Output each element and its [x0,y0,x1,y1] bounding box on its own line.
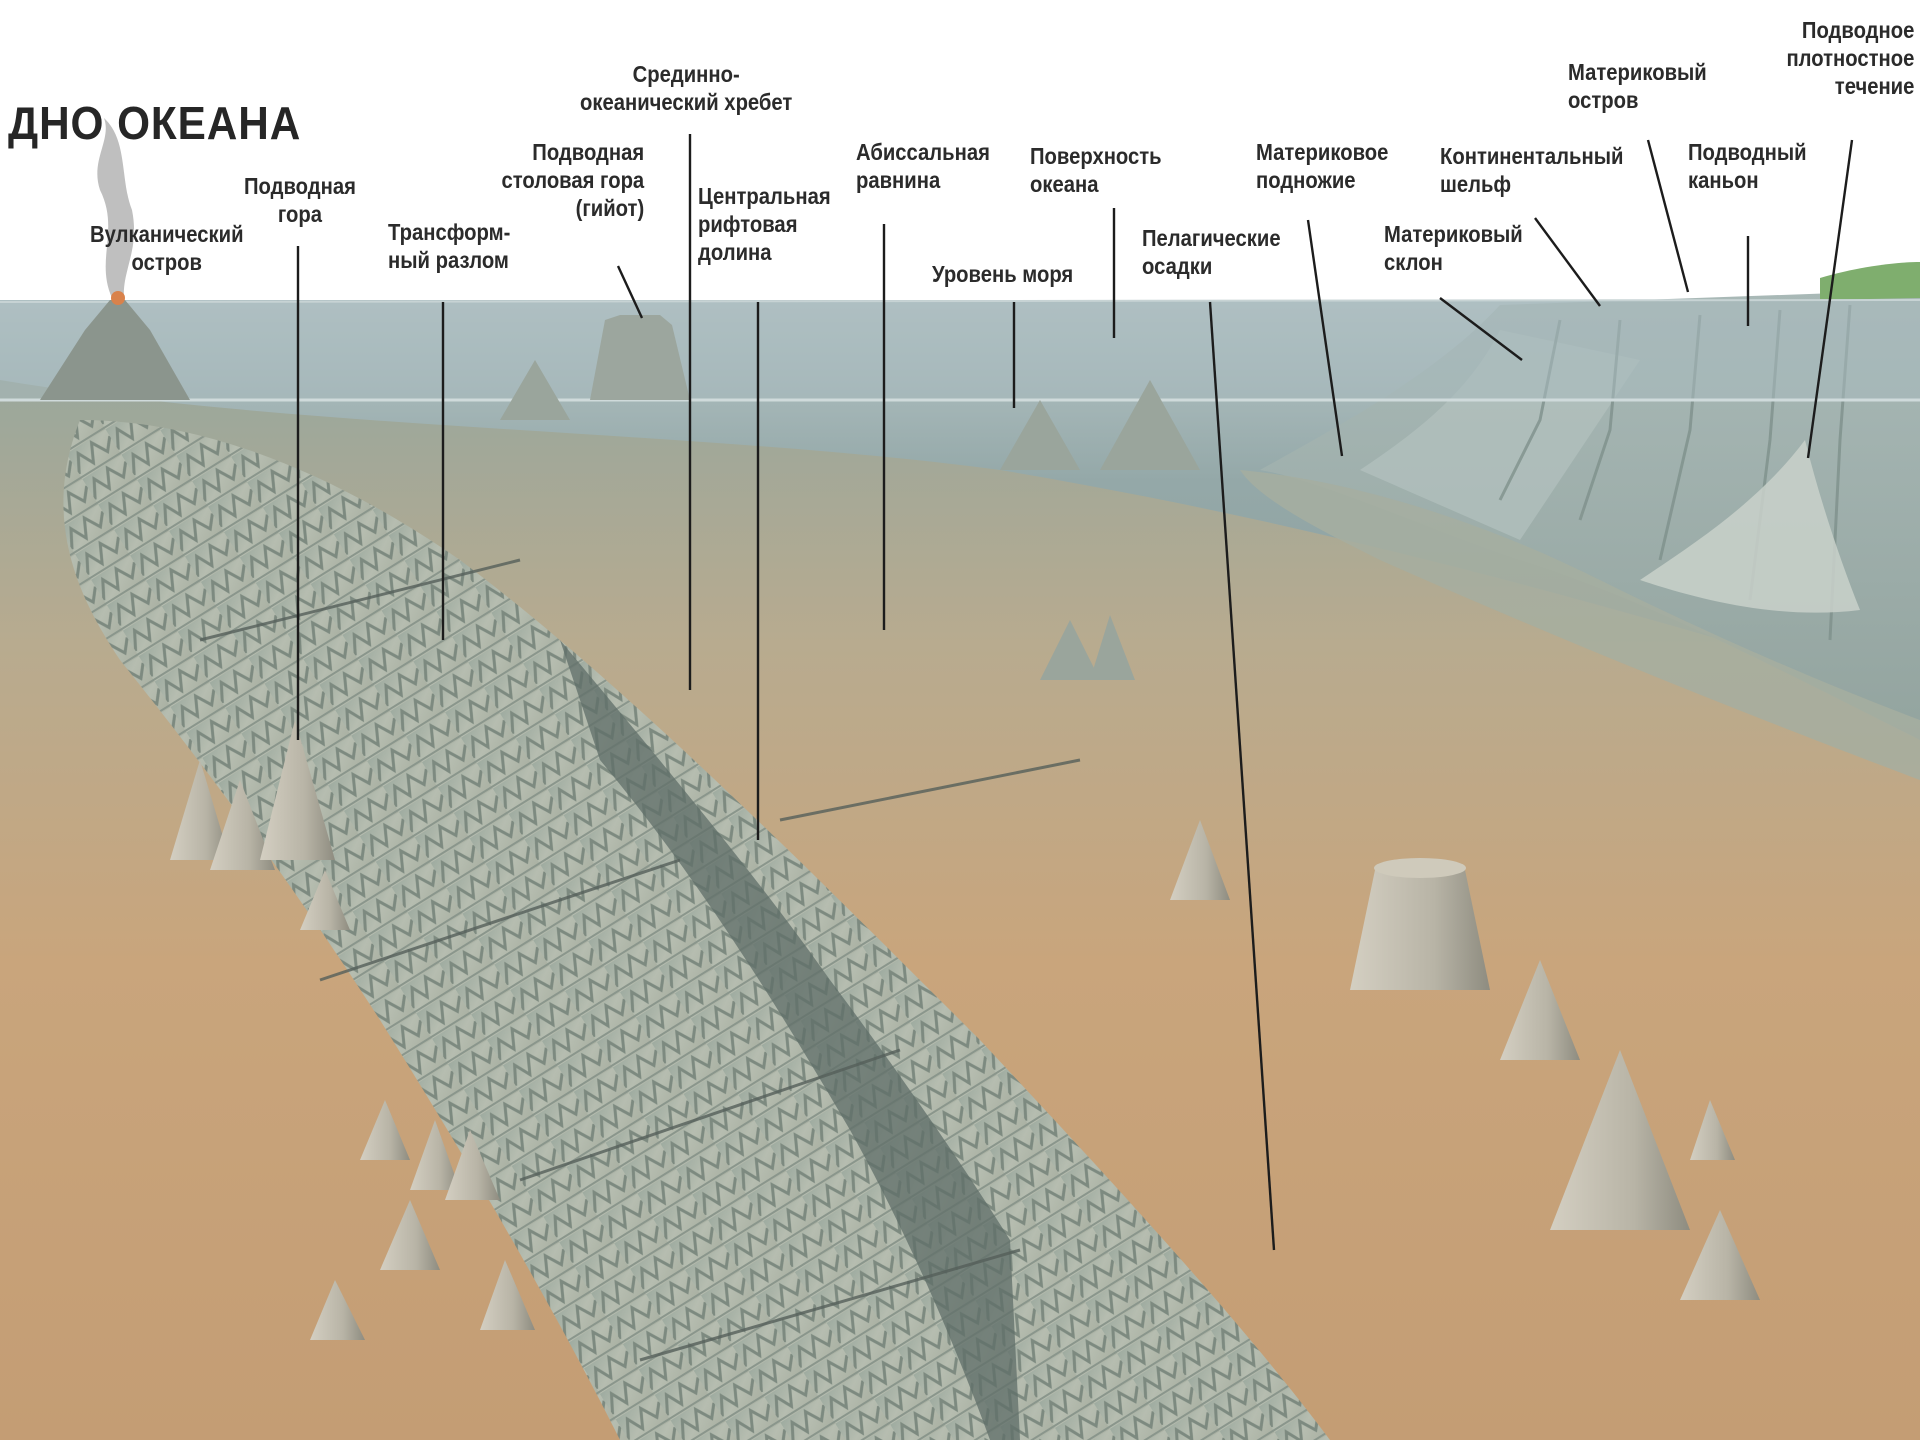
leader-continental-shelf [1535,218,1600,306]
label-seamount: Подводная гора [244,172,356,228]
label-pelagic-sediments: Пелагические осадки [1142,224,1281,280]
label-continental-rise: Материковое подножие [1256,138,1388,194]
label-continental-slope: Материковый склон [1384,220,1523,276]
label-guyot: Подводная столовая гора (гийот) [501,138,644,222]
sea-surface-band [0,300,1920,400]
label-ocean-surface: Поверхность океана [1030,142,1162,198]
label-continental-island: Материковый остров [1568,58,1707,114]
label-volcanic-island: Вулканический остров [90,220,244,276]
label-rift-valley: Центральная рифтовая долина [698,182,831,266]
leader-continental-island [1648,140,1688,292]
label-continental-shelf: Континентальный шельф [1440,142,1623,198]
label-abyssal-plain: Абиссальная равнина [856,138,990,194]
label-mid-ocean-ridge: Срединно- океанический хребет [580,60,792,116]
label-turbidity-current: Подводное плотностное течение [1786,16,1914,100]
label-submarine-canyon: Подводный каньон [1688,138,1807,194]
flat-top-seamount-top [1374,858,1466,878]
label-sea-level: Уровень моря [932,260,1073,288]
volcano-glow [111,291,125,305]
label-transform-fault: Трансформ- ный разлом [388,218,510,274]
page-title: ДНО ОКЕАНА [8,96,301,150]
